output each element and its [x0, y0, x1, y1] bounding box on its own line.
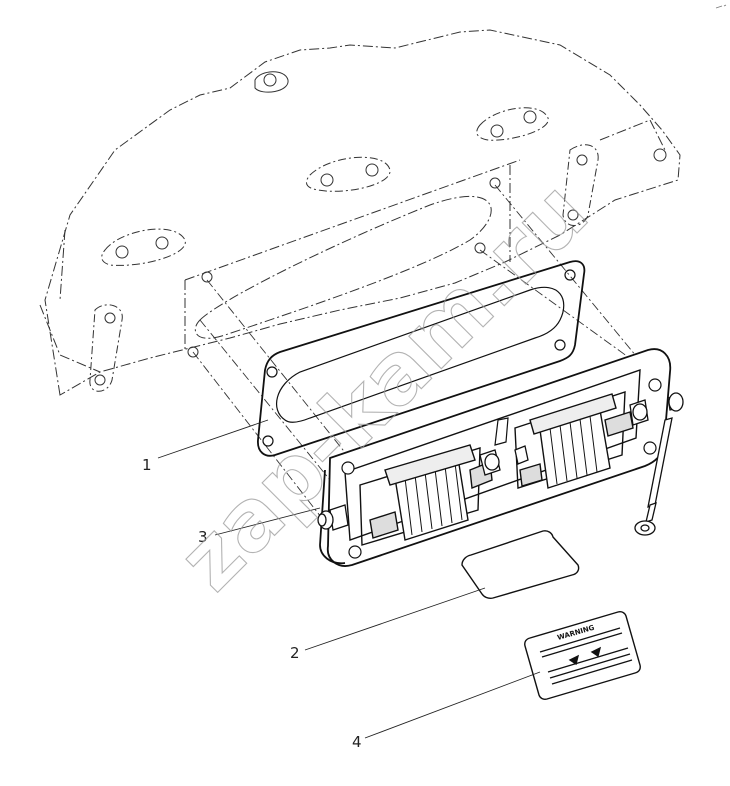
gasket-part-1 [257, 260, 586, 457]
callout-3: 3 [198, 528, 208, 546]
cylinder-head-bosses [89, 71, 667, 392]
heater-coil-right [514, 391, 634, 489]
warning-label-part-4: WARNING [524, 611, 641, 700]
plate-part-2 [461, 530, 580, 599]
warning-label-fine-print [539, 627, 633, 685]
leader-lines [157, 419, 541, 739]
corner-mark [715, 4, 727, 9]
warning-symbol-icon [568, 646, 602, 666]
heater-coil-left [359, 444, 493, 546]
callout-4: 4 [352, 733, 362, 751]
callout-1: 1 [142, 456, 152, 474]
ground-strap [634, 392, 684, 536]
callout-2: 2 [290, 644, 300, 662]
terminal-studs [317, 399, 649, 531]
cylinder-head-phantom [39, 29, 681, 396]
